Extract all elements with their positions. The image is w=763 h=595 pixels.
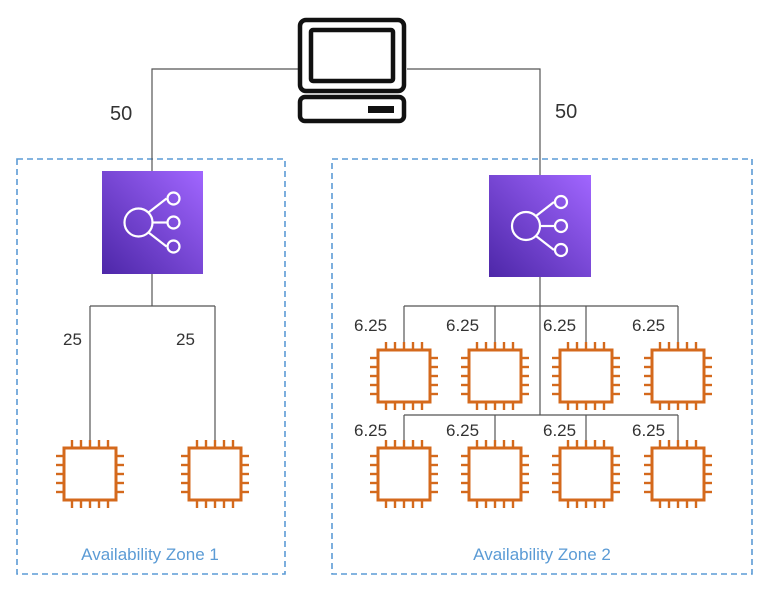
zone-2-wiring (403, 277, 679, 440)
ec2-instance-chip-icon (552, 342, 620, 410)
ec2-instance-chip-icon (56, 440, 124, 508)
weight-label-zone-2-row-2-instance-4: 6.25 (632, 421, 665, 440)
weight-label-zone-2-row-1-instance-1: 6.25 (354, 316, 387, 335)
link-weight-zone-1: 50 (110, 103, 132, 125)
ec2-instance-chip-icon (644, 440, 712, 508)
availability-zone-1-label: Availability Zone 1 (81, 545, 219, 564)
ec2-instance-chip-icon (370, 440, 438, 508)
availability-zone-2-label: Availability Zone 2 (473, 545, 611, 564)
load-balancer-zone-2 (489, 175, 591, 277)
weight-label-zone-1-instance-1: 25 (63, 330, 82, 349)
zone-1-wiring (89, 274, 216, 440)
weight-label-zone-2-row-2-instance-2: 6.25 (446, 421, 479, 440)
ec2-instance-chip-icon (644, 342, 712, 410)
client-links (151, 68, 541, 175)
link-weight-zone-2: 50 (555, 101, 577, 123)
weight-label-zone-1-instance-2: 25 (176, 330, 195, 349)
weight-label-zone-2-row-2-instance-1: 6.25 (354, 421, 387, 440)
weight-label-zone-2-row-2-instance-3: 6.25 (543, 421, 576, 440)
ec2-instance-chip-icon (370, 342, 438, 410)
ec2-instance-chip-icon (552, 440, 620, 508)
ec2-instance-chip-icon (181, 440, 249, 508)
link-to-zone-2 (407, 68, 541, 175)
instances (56, 342, 712, 508)
weight-label-zone-2-row-1-instance-4: 6.25 (632, 316, 665, 335)
computer-icon (297, 17, 407, 124)
link-to-zone-1 (151, 68, 298, 171)
availability-zone-2-box (331, 158, 753, 575)
ec2-instance-chip-icon (461, 342, 529, 410)
weight-label-zone-2-row-1-instance-2: 6.25 (446, 316, 479, 335)
availability-zone-1-box (16, 158, 286, 575)
ec2-instance-chip-icon (461, 440, 529, 508)
load-balancer-zone-1 (102, 171, 203, 274)
weight-label-zone-2-row-1-instance-3: 6.25 (543, 316, 576, 335)
